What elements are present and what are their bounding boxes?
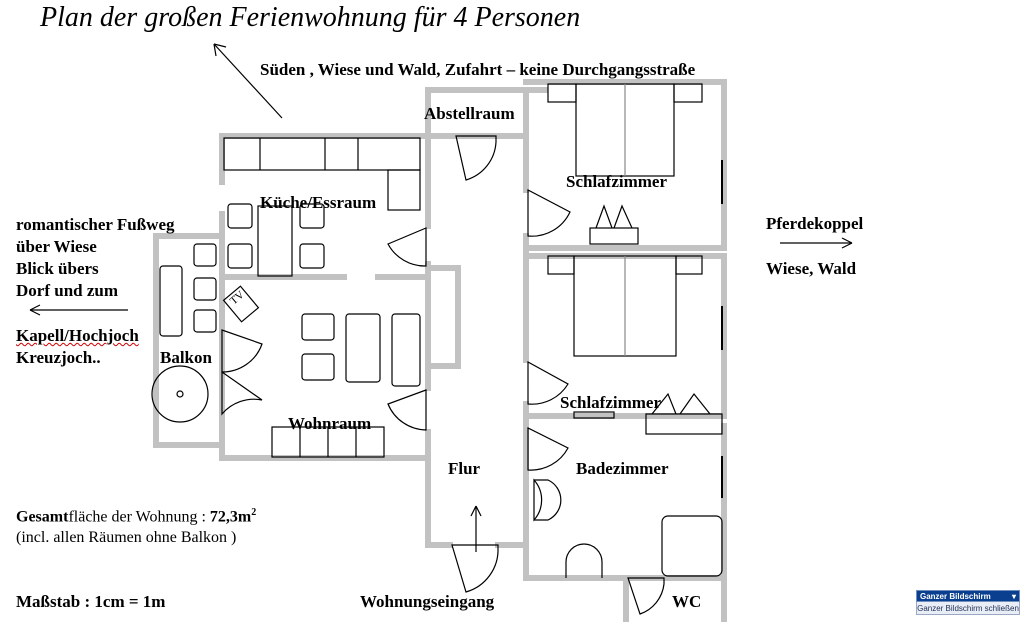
left-note-line: romantischer Fußweg (16, 215, 175, 234)
chevron-down-icon[interactable]: ▾ (1011, 591, 1016, 601)
door-balcony-2 (221, 370, 263, 416)
right-note-2: Wiese, Wald (766, 259, 857, 278)
plan-title: Plan der großen Ferienwohnung für 4 Pers… (40, 2, 581, 33)
door-wc (627, 577, 665, 615)
area-sup: 2 (251, 507, 257, 518)
bath-fixture (565, 543, 603, 578)
door-bedroom-2 (527, 360, 569, 405)
wall-balcony (153, 233, 225, 448)
room-label-schlafzimmer-1: Schlafzimmer (566, 172, 668, 191)
orientation-note: Süden , Wiese und Wald, Zufahrt – keine … (260, 60, 696, 79)
left-note: romantischer Fußweg über Wiese Blick übe… (16, 214, 175, 302)
left-note-line: Kreuzjoch.. (16, 348, 101, 367)
room-label-wohnraum: Wohnraum (288, 414, 372, 433)
kitchen-counter (223, 137, 421, 171)
left-note-line: Kapell/Hochjoch (16, 326, 139, 345)
door-storage (455, 135, 497, 181)
room-label-wc: WC (672, 592, 702, 611)
total-area: Gesamtfläche der Wohnung : 72,3m2 (incl.… (16, 502, 256, 548)
room-label-kueche: Küche/Essraum (260, 193, 377, 212)
scale-label: Maßstab : 1cm = 1m (16, 592, 166, 611)
door-kitchen (387, 227, 427, 267)
left-note-destination: Kapell/Hochjoch Kreuzjoch.. (16, 325, 139, 369)
tv (222, 285, 260, 323)
fullscreen-close-button[interactable]: Ganzer Bildschirm schließen (916, 602, 1020, 615)
door-balcony-1 (221, 329, 263, 373)
balcony-table (151, 365, 209, 423)
area-label-rest: fläche der Wohnung : (68, 508, 210, 526)
room-label-abstellraum: Abstellraum (424, 104, 515, 123)
door-living (387, 389, 427, 431)
left-note-line: über Wiese (16, 237, 97, 256)
sink (533, 478, 543, 522)
area-note: (incl. allen Räumen ohne Balkon ) (16, 529, 237, 547)
room-label-flur: Flur (448, 459, 481, 478)
shower (661, 515, 723, 577)
room-label-schlafzimmer-2: Schlafzimmer (560, 393, 662, 412)
door-entrance (451, 544, 499, 593)
north-arrow (213, 43, 283, 119)
room-label-badezimmer: Badezimmer (576, 459, 669, 478)
door-bath (527, 427, 569, 471)
area-value: 72,3m (209, 508, 252, 526)
entrance-label: Wohnungseingang (360, 592, 495, 611)
door-bedroom-1 (527, 189, 571, 237)
room-label-balkon: Balkon (160, 348, 212, 367)
left-note-line: Blick übers (16, 259, 99, 278)
wall-living (219, 211, 431, 461)
fullscreen-toolbar: Ganzer Bildschirm ▾ Ganzer Bildschirm sc… (916, 590, 1020, 618)
right-note-1: Pferdekoppel (766, 214, 864, 233)
area-label-bold: Gesamt (16, 508, 69, 526)
left-note-line: Dorf und zum (16, 281, 119, 300)
dining-table (257, 205, 293, 277)
fullscreen-button-label: Ganzer Bildschirm (920, 591, 991, 601)
fullscreen-button[interactable]: Ganzer Bildschirm ▾ (916, 590, 1020, 602)
